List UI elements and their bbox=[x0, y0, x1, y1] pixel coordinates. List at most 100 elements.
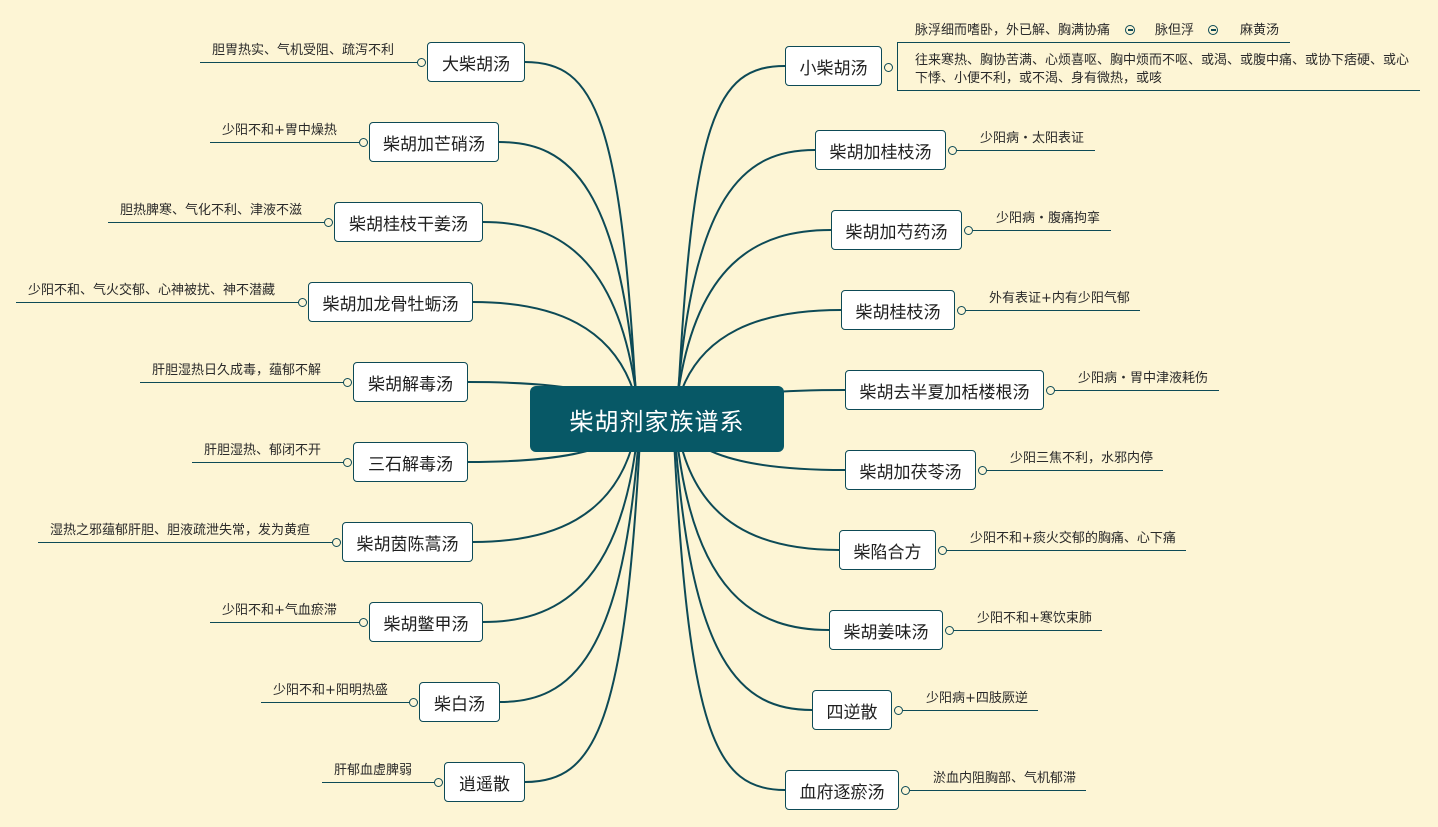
collapse-toggle[interactable] bbox=[894, 706, 903, 715]
note-right-6: 少阳不和+痰火交郁的胸痛、心下痛 bbox=[970, 531, 1176, 546]
note-underline bbox=[192, 462, 344, 463]
connector-right bbox=[675, 418, 840, 551]
branch-right-3[interactable]: 柴胡桂枝汤 bbox=[841, 290, 955, 330]
note-underline bbox=[957, 150, 1095, 151]
note-underline bbox=[897, 90, 1420, 91]
branch-left-5[interactable]: 三石解毒汤 bbox=[353, 442, 468, 482]
branch-left-8[interactable]: 柴白汤 bbox=[419, 682, 500, 722]
note-underline bbox=[108, 222, 325, 223]
chain-item-1: 脉但浮 bbox=[1155, 23, 1195, 38]
branch-right-6[interactable]: 柴陷合方 bbox=[839, 530, 936, 570]
branch-left-7[interactable]: 柴胡鳖甲汤 bbox=[369, 602, 483, 642]
note-underline bbox=[954, 630, 1102, 631]
note-underline bbox=[1055, 390, 1219, 391]
note-underline bbox=[966, 310, 1140, 311]
connector-right bbox=[672, 418, 786, 791]
connector-left bbox=[524, 418, 642, 783]
note-underline bbox=[947, 550, 1186, 551]
collapse-toggle[interactable] bbox=[434, 778, 443, 787]
connector-right bbox=[673, 418, 813, 711]
collapse-toggle[interactable] bbox=[343, 378, 352, 387]
collapse-toggle[interactable] bbox=[409, 698, 418, 707]
note-right-5: 少阳三焦不利，水邪内停 bbox=[1010, 451, 1154, 466]
note-underline bbox=[973, 230, 1111, 231]
note-underline bbox=[38, 542, 333, 543]
branch-right-4[interactable]: 柴胡去半夏加栝楼根汤 bbox=[845, 370, 1044, 410]
branch-left-9[interactable]: 逍遥散 bbox=[444, 762, 525, 802]
collapse-toggle[interactable] bbox=[324, 218, 333, 227]
collapse-toggle[interactable] bbox=[298, 298, 307, 307]
note-underline bbox=[910, 790, 1086, 791]
chain-item-0: 脉浮细而嗜卧，外已解、胸满协痛 bbox=[915, 23, 1111, 38]
note-underline bbox=[16, 302, 299, 303]
branch-left-2[interactable]: 柴胡桂枝干姜汤 bbox=[334, 202, 483, 242]
note-left-2: 胆热脾寒、气化不利、津液不滋 bbox=[120, 203, 303, 218]
note-right-8: 少阳病+四肢厥逆 bbox=[926, 691, 1028, 706]
note-left-0: 胆胃热实、气机受阻、疏泻不利 bbox=[212, 43, 395, 58]
chain-item-2: 麻黄汤 bbox=[1240, 23, 1280, 38]
branch-right-0[interactable]: 小柴胡汤 bbox=[785, 46, 882, 86]
branch-right-7[interactable]: 柴胡姜味汤 bbox=[829, 610, 943, 650]
branch-right-2[interactable]: 柴胡加芍药汤 bbox=[831, 210, 962, 250]
branch-left-4[interactable]: 柴胡解毒汤 bbox=[353, 362, 468, 402]
note-underline bbox=[897, 42, 1290, 43]
branch-left-0[interactable]: 大柴胡汤 bbox=[427, 42, 525, 82]
connector-left bbox=[472, 418, 639, 543]
note-left-1: 少阳不和+胃中燥热 bbox=[222, 123, 337, 138]
collapse-toggle[interactable] bbox=[945, 626, 954, 635]
collapse-toggle[interactable] bbox=[964, 226, 973, 235]
note-right-2: 少阳病・腹痛拘挛 bbox=[996, 211, 1101, 226]
note-right-1: 少阳病・太阳表证 bbox=[980, 131, 1085, 146]
collapse-toggle[interactable] bbox=[1046, 386, 1055, 395]
branch-right-8[interactable]: 四逆散 bbox=[812, 690, 892, 730]
collapse-toggle[interactable] bbox=[359, 138, 368, 147]
collapse-toggle[interactable] bbox=[359, 618, 368, 627]
branch-left-1[interactable]: 柴胡加芒硝汤 bbox=[369, 122, 499, 162]
collapse-toggle[interactable] bbox=[1125, 25, 1135, 35]
branch-right-5[interactable]: 柴胡加茯苓汤 bbox=[845, 450, 976, 490]
note-underline bbox=[987, 470, 1163, 471]
note-underline bbox=[903, 710, 1038, 711]
note-left-9: 肝郁血虚脾弱 bbox=[334, 763, 413, 778]
note-left-6: 湿热之邪蕴郁肝胆、胆液疏泄失常，发为黄疸 bbox=[50, 523, 311, 538]
collapse-toggle[interactable] bbox=[978, 466, 987, 475]
branch-right-1[interactable]: 柴胡加桂枝汤 bbox=[815, 130, 946, 170]
note-underline bbox=[200, 62, 418, 63]
note-left-5: 肝胆湿热、郁闭不开 bbox=[204, 443, 322, 458]
note-right-9: 淤血内阻胸部、气机郁滞 bbox=[933, 771, 1077, 786]
note-right-0: 往来寒热、胸协苦满、心烦喜呕、胸中烦而不呕、或渴、或腹中痛、或协下痞硬、或心下悸… bbox=[915, 53, 1410, 86]
collapse-toggle[interactable] bbox=[1208, 25, 1218, 35]
note-bracket bbox=[897, 42, 903, 91]
connector-right bbox=[675, 149, 816, 420]
note-underline bbox=[261, 702, 410, 703]
collapse-toggle[interactable] bbox=[957, 306, 966, 315]
note-right-7: 少阳不和+寒饮束肺 bbox=[977, 611, 1092, 626]
collapse-toggle[interactable] bbox=[343, 458, 352, 467]
collapse-toggle[interactable] bbox=[332, 538, 341, 547]
note-left-8: 少阳不和+阳明热盛 bbox=[273, 683, 388, 698]
note-underline bbox=[210, 142, 360, 143]
note-left-4: 肝胆湿热日久成毒，蕴郁不解 bbox=[152, 363, 322, 378]
branch-left-6[interactable]: 柴胡茵陈蒿汤 bbox=[342, 522, 473, 562]
note-right-4: 少阳病・胃中津液耗伤 bbox=[1078, 371, 1209, 386]
connector-left bbox=[482, 418, 640, 623]
connector-left bbox=[524, 61, 638, 420]
note-left-7: 少阳不和+气血瘀滞 bbox=[222, 603, 337, 618]
connector-left bbox=[499, 418, 641, 703]
collapse-toggle[interactable] bbox=[417, 58, 426, 67]
collapse-toggle[interactable] bbox=[948, 146, 957, 155]
collapse-toggle[interactable] bbox=[884, 63, 893, 72]
note-underline bbox=[322, 782, 435, 783]
note-right-3: 外有表证+内有少阳气郁 bbox=[989, 291, 1130, 306]
connector-left bbox=[498, 141, 639, 420]
collapse-toggle[interactable] bbox=[938, 546, 947, 555]
collapse-toggle[interactable] bbox=[901, 786, 910, 795]
branch-right-9[interactable]: 血府逐瘀汤 bbox=[785, 770, 899, 810]
connector-right bbox=[674, 418, 830, 631]
note-underline bbox=[140, 382, 344, 383]
connector-left bbox=[482, 221, 640, 420]
branch-left-3[interactable]: 柴胡加龙骨牡蛎汤 bbox=[308, 282, 473, 322]
central-topic[interactable]: 柴胡剂家族谱系 bbox=[530, 386, 784, 452]
connector-right bbox=[676, 65, 786, 420]
